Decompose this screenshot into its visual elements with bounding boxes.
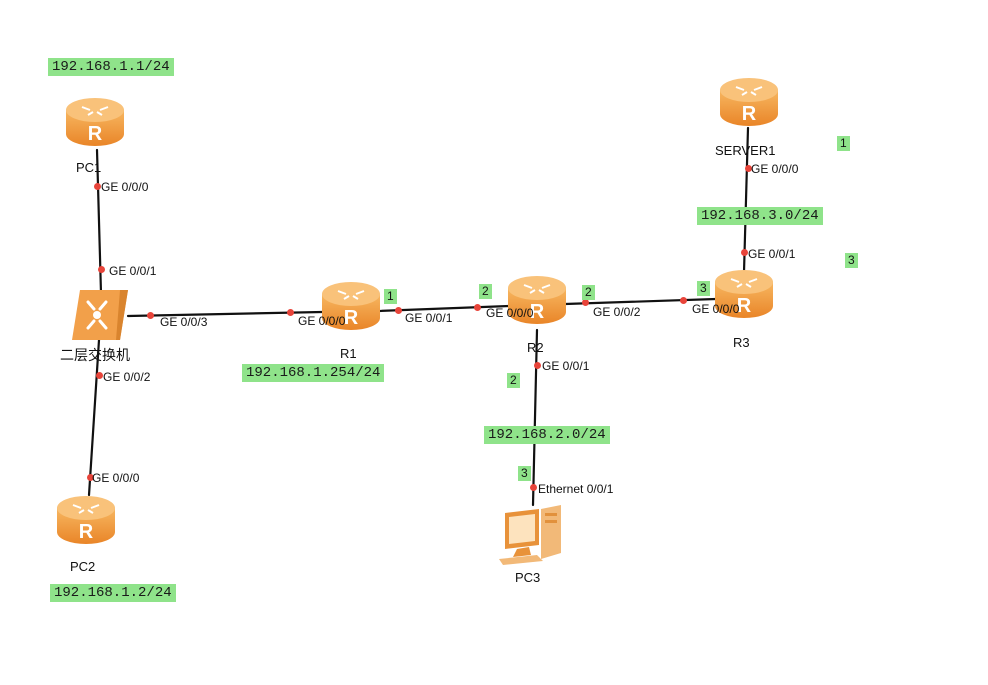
port-dot[interactable] (474, 304, 481, 311)
subnet-label-r1: 192.168.1.254/24 (242, 364, 385, 382)
number-tag: 3 (845, 253, 858, 268)
port-dot[interactable] (530, 484, 537, 491)
router-icon[interactable]: R (718, 76, 780, 128)
port-label: GE 0/0/0 (486, 306, 534, 320)
port-dot[interactable] (147, 312, 154, 319)
link-r2-r3[interactable] (563, 297, 718, 306)
subnet-label-pc2: 192.168.1.2/24 (50, 584, 176, 602)
number-tag: 3 (697, 281, 710, 296)
router-icon[interactable]: R (55, 494, 117, 546)
device-label-r3: R3 (733, 335, 750, 350)
device-label-r2: R2 (527, 340, 544, 355)
port-label: GE 0/0/0 (751, 162, 799, 176)
port-dot[interactable] (534, 362, 541, 369)
port-dot[interactable] (741, 249, 748, 256)
port-label: GE 0/0/0 (92, 471, 140, 485)
pc-icon[interactable] (497, 503, 565, 565)
port-dot[interactable] (287, 309, 294, 316)
port-dot[interactable] (87, 474, 94, 481)
svg-text:R: R (88, 123, 103, 145)
subnet-label-pc1: 192.168.1.1/24 (48, 58, 174, 76)
port-dot[interactable] (582, 299, 589, 306)
link-r2-pc3[interactable] (531, 328, 539, 507)
device-label-pc2: PC2 (70, 559, 96, 574)
port-label: GE 0/0/0 (101, 180, 149, 194)
svg-text:R: R (530, 301, 545, 323)
svg-text:R: R (344, 307, 359, 329)
subnet-label-r3-server: 192.168.3.0/24 (697, 207, 823, 225)
switch-icon[interactable] (72, 290, 128, 340)
port-dot[interactable] (745, 165, 752, 172)
port-dot[interactable] (395, 307, 402, 314)
port-dot[interactable] (98, 266, 105, 273)
port-label: GE 0/0/2 (103, 370, 151, 384)
port-label: GE 0/0/0 (298, 314, 346, 328)
svg-text:R: R (737, 295, 752, 317)
device-label-pc1: PC1 (76, 160, 102, 175)
device-label-server1: SERVER1 (715, 143, 776, 158)
port-label: GE 0/0/0 (692, 302, 740, 316)
port-label: GE 0/0/3 (160, 315, 208, 329)
port-dot[interactable] (680, 297, 687, 304)
router-icon[interactable]: R (64, 96, 126, 148)
port-dot[interactable] (96, 372, 103, 379)
number-tag: 3 (518, 466, 531, 481)
number-tag: 1 (384, 289, 397, 304)
port-label: GE 0/0/1 (109, 264, 157, 278)
number-tag: 2 (479, 284, 492, 299)
port-label: Ethernet 0/0/1 (538, 482, 614, 496)
link-r3-server1[interactable] (742, 126, 750, 274)
svg-text:R: R (79, 521, 94, 543)
number-tag: 1 (837, 136, 850, 151)
link-switch-pc2[interactable] (87, 338, 101, 497)
port-label: GE 0/0/1 (748, 247, 796, 261)
port-label: GE 0/0/2 (593, 305, 641, 319)
router-icon[interactable]: R (506, 274, 568, 326)
device-label-switch: 二层交换机 (60, 347, 130, 363)
port-label: GE 0/0/1 (542, 359, 590, 373)
device-label-pc3: PC3 (515, 570, 541, 585)
number-tag: 2 (507, 373, 520, 388)
router-icon[interactable]: R (713, 268, 775, 320)
port-dot[interactable] (94, 183, 101, 190)
number-tag: 2 (582, 285, 595, 300)
device-label-r1: R1 (340, 346, 357, 361)
subnet-label-r2-pc3: 192.168.2.0/24 (484, 426, 610, 444)
port-label: GE 0/0/1 (405, 311, 453, 325)
router-icon[interactable]: R (320, 280, 382, 332)
svg-text:R: R (742, 103, 757, 125)
